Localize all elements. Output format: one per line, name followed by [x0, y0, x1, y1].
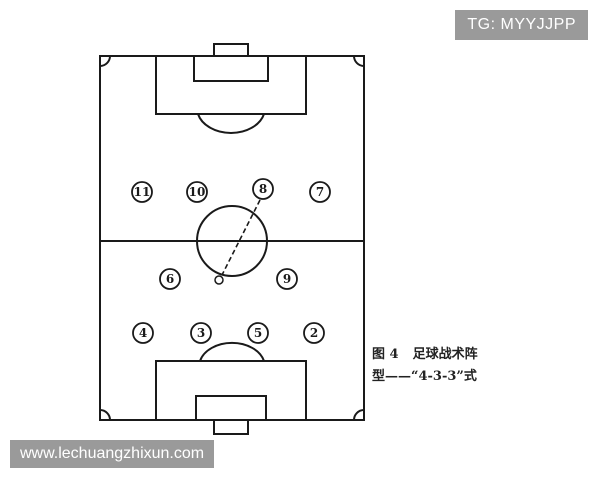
- player-number: 10: [189, 185, 206, 199]
- player-number: 8: [259, 182, 267, 196]
- bottom-goal-area: [195, 395, 267, 421]
- player-8: 8: [252, 178, 274, 200]
- corner-arc-bottom-left: [99, 409, 111, 421]
- player-number: 9: [283, 272, 291, 286]
- player-6: 6: [159, 268, 181, 290]
- watermark-bottom: www.lechuangzhixun.com: [10, 440, 215, 468]
- corner-arc-bottom-right: [353, 409, 365, 421]
- player-marker: [132, 322, 154, 344]
- watermark-top: TG: MYYJJPP: [455, 10, 588, 40]
- figure-caption: 图 4 足球战术阵 型——“4-3-3”式: [372, 344, 478, 388]
- player-2: 2: [303, 322, 325, 344]
- caption-line2: 型——“4-3-3”式: [372, 369, 477, 384]
- player-9: 9: [276, 268, 298, 290]
- center-circle: [196, 205, 268, 277]
- bottom-penalty-area: [155, 360, 307, 421]
- player-marker: [159, 268, 181, 290]
- player-4: 4: [132, 322, 154, 344]
- player-number: 7: [316, 185, 324, 199]
- top-penalty-area: [155, 55, 307, 115]
- corner-arc-top-left: [99, 55, 111, 67]
- player-marker: [186, 181, 208, 203]
- player-marker: [303, 322, 325, 344]
- bottom-goal: [213, 419, 249, 435]
- top-goal-area: [193, 55, 269, 82]
- player-5: 5: [247, 322, 269, 344]
- player-number: 6: [166, 272, 174, 286]
- player-marker: [276, 268, 298, 290]
- player-11: 11: [131, 181, 153, 203]
- top-penalty-arc: [197, 113, 265, 134]
- player-number: 11: [134, 185, 151, 199]
- player-7: 7: [309, 181, 331, 203]
- player-10: 10: [186, 181, 208, 203]
- caption-figure-number: 图 4: [372, 347, 399, 362]
- player-marker: [190, 322, 212, 344]
- pitch-boundary: [99, 55, 365, 421]
- player-number: 2: [310, 326, 318, 340]
- player-3: 3: [190, 322, 212, 344]
- caption-title: 足球战术阵: [412, 347, 478, 362]
- player-marker: [309, 181, 331, 203]
- pass-line: [221, 199, 261, 276]
- player-number: 5: [254, 326, 262, 340]
- bottom-penalty-arc: [199, 341, 265, 362]
- player-number: 4: [139, 326, 147, 340]
- player-marker: [247, 322, 269, 344]
- players-layer: 11 10 8 7 6 9 4 3 5 2: [131, 178, 331, 344]
- ball: [214, 275, 224, 285]
- top-goal: [213, 43, 249, 57]
- player-marker: [131, 181, 153, 203]
- player-marker: [252, 178, 274, 200]
- player-number: 3: [197, 326, 205, 340]
- corner-arc-top-right: [353, 55, 365, 67]
